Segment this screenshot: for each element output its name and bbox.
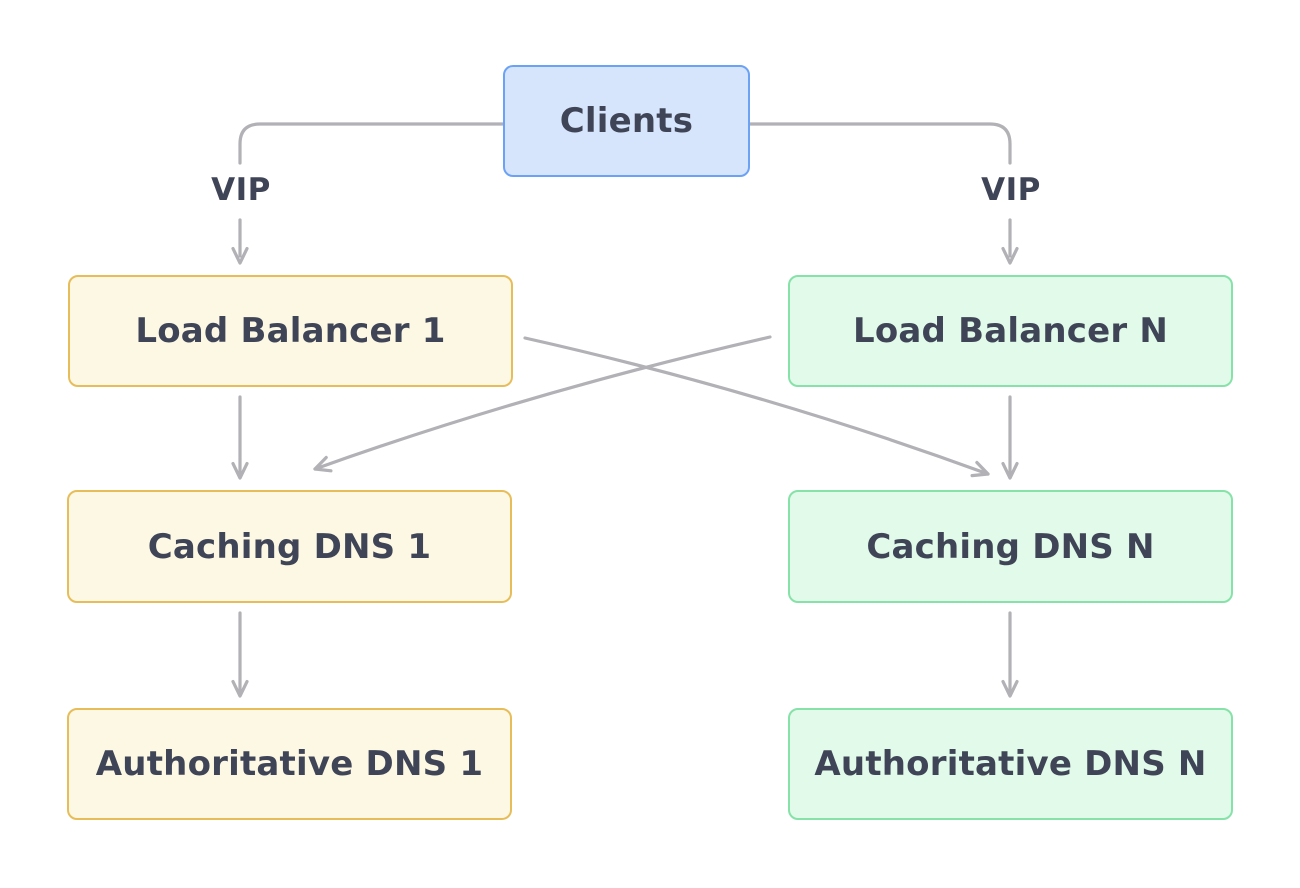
edge-clients-lbn-elbow <box>748 122 1012 165</box>
edge-lb1-cachen-head <box>970 460 990 478</box>
edge-label-vip-left: VIP <box>211 172 271 208</box>
edge-clients-lb1-head <box>231 247 249 265</box>
edge-clients-lb1-elbow <box>238 122 505 165</box>
node-cachen: Caching DNS N <box>788 490 1233 603</box>
edge-label-vip-right: VIP <box>981 172 1041 208</box>
node-auth1: Authoritative DNS 1 <box>67 708 512 820</box>
edge-clients-lbn-head <box>1001 247 1019 265</box>
edge-cache1-auth1-head <box>231 680 249 698</box>
edge-lb1-cache1-head <box>231 462 249 480</box>
node-cache1: Caching DNS 1 <box>67 490 512 603</box>
node-lbn: Load Balancer N <box>788 275 1233 387</box>
edge-lbn-cache1-head <box>313 455 333 473</box>
edge-lbn-cachen-head <box>1001 462 1019 480</box>
node-clients: Clients <box>503 65 750 177</box>
node-lb1: Load Balancer 1 <box>68 275 513 387</box>
node-authn: Authoritative DNS N <box>788 708 1233 820</box>
edge-lbn-cache1-line <box>313 335 772 471</box>
edge-cachen-authn-head <box>1001 680 1019 698</box>
edge-lb1-cachen-line <box>523 336 990 476</box>
